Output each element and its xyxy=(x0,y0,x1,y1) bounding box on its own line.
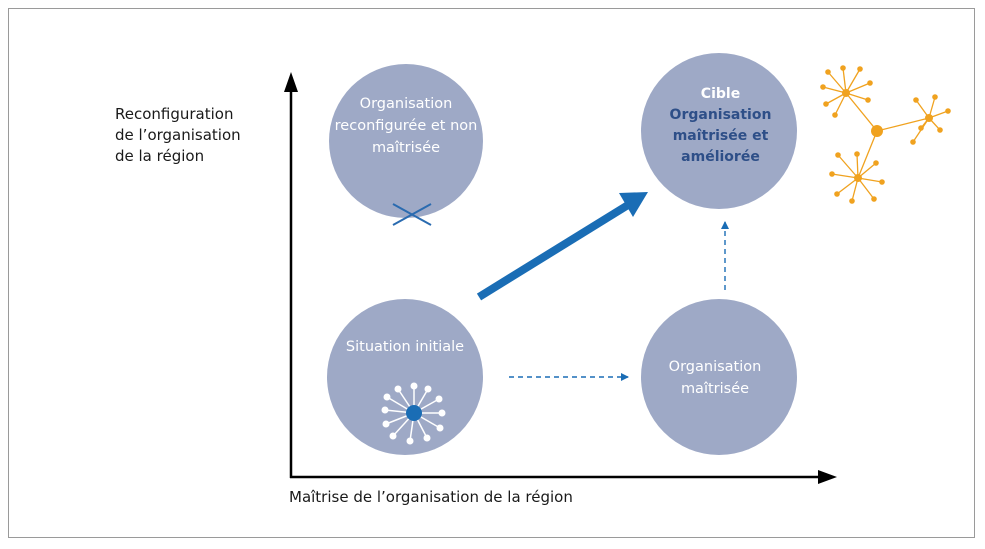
circle-target xyxy=(641,53,797,209)
circle-initial xyxy=(327,299,483,455)
reconfigured-line-2: reconfigurée et non xyxy=(334,118,478,134)
y-axis-label: Reconfiguration de l’organisation de la … xyxy=(115,104,285,167)
y-axis-label-line-3: de la région xyxy=(115,147,205,165)
initial-label: Situation initiale xyxy=(345,339,465,355)
axes xyxy=(284,72,837,484)
target-line-1: Organisation xyxy=(669,107,772,123)
target-title: Cible xyxy=(700,86,741,102)
reconfigured-line-3: maîtrisée xyxy=(371,140,441,156)
reconfigured-line-1: Organisation xyxy=(359,96,453,112)
target-line-2: maîtrisée et xyxy=(672,128,769,144)
x-axis-label: Maîtrise de l’organisation de la région xyxy=(289,488,573,506)
y-axis-label-line-1: Reconfiguration xyxy=(115,105,234,123)
main-arrow xyxy=(476,192,648,301)
maitrisee-line-2: maîtrisée xyxy=(680,381,750,397)
circle-reconfigured xyxy=(329,64,483,218)
network-target-icon xyxy=(820,65,951,204)
y-axis-arrowhead xyxy=(284,72,298,92)
x-axis-arrowhead xyxy=(818,470,837,484)
network-initial-icon xyxy=(381,382,446,445)
maitrisee-line-1: Organisation xyxy=(668,359,762,375)
reconfigured-label: Organisation reconfigurée et non maîtris… xyxy=(330,93,482,159)
maitrisee-label: Organisation maîtrisée xyxy=(635,355,795,401)
circle-maitrisee xyxy=(641,299,797,455)
target-line-3: améliorée xyxy=(681,149,760,165)
cross-icon xyxy=(392,203,432,226)
diagram-frame xyxy=(8,8,975,538)
target-label: Cible Organisation maîtrisée et amélioré… xyxy=(638,80,803,172)
y-axis-label-line-2: de l’organisation xyxy=(115,126,241,144)
